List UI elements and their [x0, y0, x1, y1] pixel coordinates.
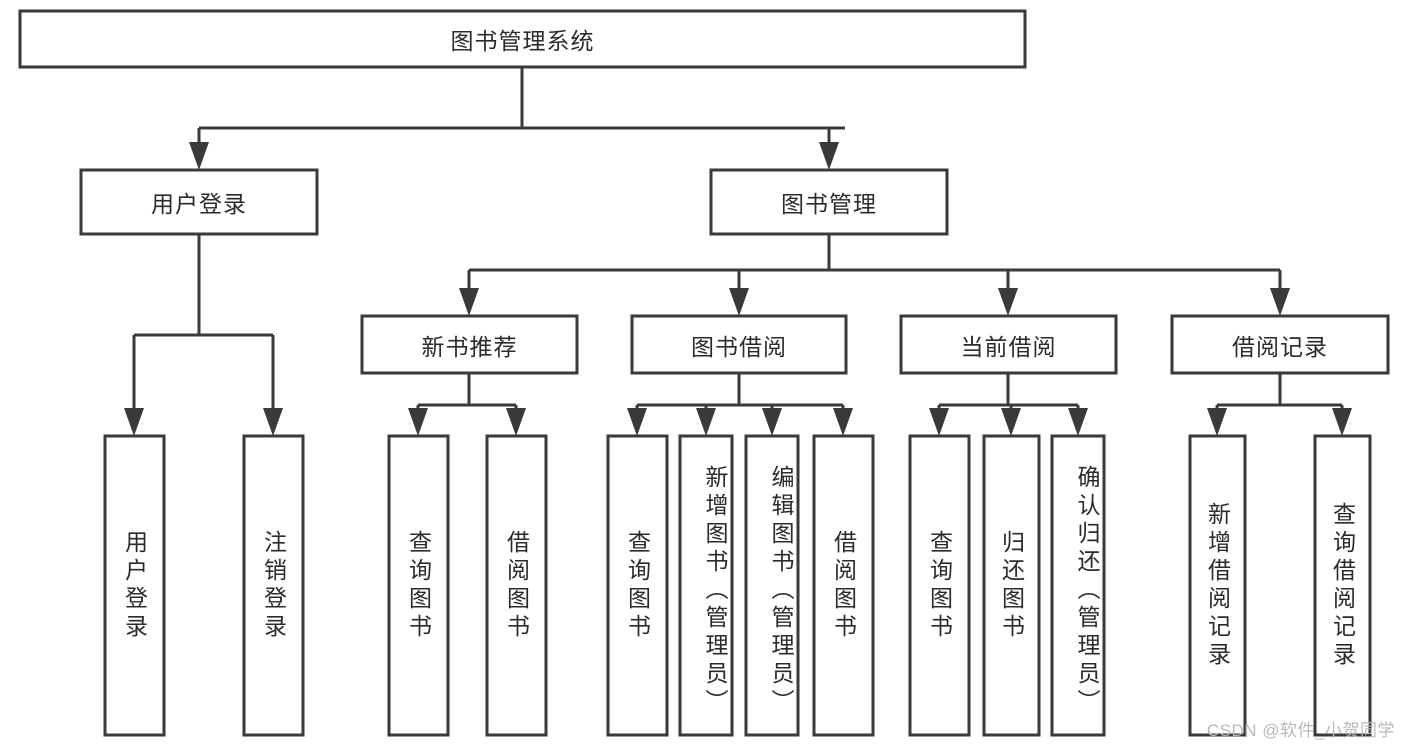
leaf-box-add-book-admin[interactable] [678, 434, 734, 737]
leaf-box-return-book[interactable] [982, 434, 1041, 737]
leaf-box-edit-book-admin[interactable] [744, 434, 800, 737]
node-box-new-book-recommend[interactable] [360, 314, 579, 375]
arrow-head-icon [762, 408, 782, 436]
csdn-watermark: CSDN @软件_小贺同学 [1206, 721, 1395, 740]
node-box-user-login[interactable] [79, 168, 319, 236]
connector-root-to-level2 [189, 67, 845, 170]
leaf-box-query-borrow-record[interactable] [1313, 434, 1372, 737]
arrow-head-icon [819, 142, 839, 170]
node-box-root[interactable] [18, 9, 1027, 69]
node-box-book-borrow[interactable] [630, 314, 848, 375]
arrow-head-icon [1001, 408, 1021, 436]
leaf-box-confirm-return-admin[interactable] [1050, 434, 1106, 737]
leaf-box-query-book-2[interactable] [606, 434, 669, 737]
arrow-head-icon [627, 408, 647, 436]
arrow-head-icon [929, 408, 949, 436]
arrow-head-icon [833, 408, 853, 436]
node-box-borrow-record[interactable] [1170, 314, 1390, 375]
leaf-box-query-book-1[interactable] [387, 434, 450, 737]
arrow-head-icon [1207, 408, 1227, 436]
node-box-book-management[interactable] [709, 168, 949, 236]
arrow-head-icon [263, 408, 283, 436]
arrow-head-icon [998, 288, 1018, 316]
leaf-box-user-login[interactable] [103, 434, 166, 737]
leaf-box-logout[interactable] [242, 434, 305, 737]
leaf-box-borrow-book-2[interactable] [812, 434, 875, 737]
leaf-box-query-book-3[interactable] [908, 434, 971, 737]
arrow-head-icon [1332, 408, 1352, 436]
leaf-box-borrow-book-1[interactable] [485, 434, 548, 737]
connector-book-borrow-to-leaves [627, 373, 853, 436]
arrow-head-icon [1270, 288, 1290, 316]
arrow-head-icon [189, 142, 209, 170]
arrow-head-icon [408, 408, 428, 436]
connector-book-management-to-level3 [459, 234, 1290, 316]
node-box-current-borrow[interactable] [899, 314, 1118, 375]
arrow-head-icon [506, 408, 526, 436]
arrow-head-icon [124, 408, 144, 436]
connector-new-book-recommend-to-leaves [408, 373, 526, 436]
connector-user-login-to-leaves [124, 234, 283, 436]
connector-current-borrow-to-leaves [929, 373, 1088, 436]
arrow-head-icon [1068, 408, 1088, 436]
arrow-head-icon [729, 288, 749, 316]
arrow-head-icon [459, 288, 479, 316]
connector-borrow-record-to-leaves [1207, 373, 1352, 436]
arrow-head-icon [696, 408, 716, 436]
leaf-box-add-borrow-record[interactable] [1188, 434, 1247, 737]
